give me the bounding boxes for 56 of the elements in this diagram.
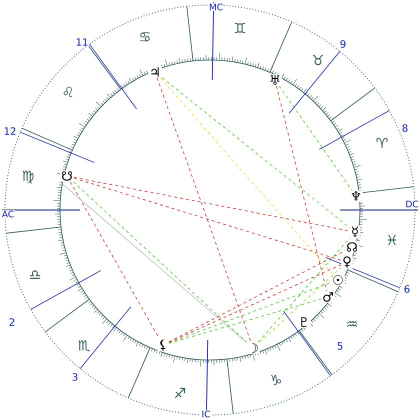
node-label: ☽: [252, 343, 258, 353]
node-label: ♃: [151, 67, 159, 77]
house-number: 3: [71, 372, 79, 382]
aspect-line: [74, 177, 350, 232]
zodiac-sign: ♉: [312, 54, 324, 66]
aspect-line: [259, 267, 342, 342]
aspect-line: [168, 250, 346, 342]
angle-label: AC: [1, 210, 15, 218]
aspect-line: [70, 182, 160, 338]
planet-glyph: ♇: [297, 316, 311, 328]
planet-glyph: ☊: [345, 241, 359, 253]
zodiac-sign: ♋: [140, 32, 150, 42]
aspect-line: [168, 298, 322, 344]
planet-glyph: ♂: [321, 291, 335, 303]
house-number: 9: [339, 40, 347, 48]
zodiac-sign: ♌: [64, 86, 72, 98]
planet-glyph: ♅: [268, 74, 282, 86]
node-label: ♅: [270, 75, 280, 85]
zodiac-sign: ♑: [271, 374, 281, 386]
planet-glyph: ☽: [246, 342, 260, 354]
planet-glyph: ♀: [341, 255, 353, 269]
aspect-line: [160, 78, 334, 274]
zodiac-sign: ♏: [78, 340, 90, 352]
aspect-line: [276, 86, 327, 292]
zodiac-sign: ♊: [235, 22, 245, 34]
zodiac-sign: ♓: [388, 234, 396, 246]
aspect-line: [162, 77, 350, 228]
house-number: 6: [403, 284, 411, 294]
planet-glyph: ☿: [350, 226, 360, 238]
house-number: 2: [8, 318, 16, 326]
aspect-line: [156, 78, 252, 342]
node-label: ♆: [352, 191, 360, 201]
angle-label: DC: [404, 200, 420, 208]
angle-label: IC: [201, 410, 211, 418]
zodiac-sign: ♎: [30, 270, 40, 279]
planet-glyph: ⚸: [157, 338, 169, 352]
zodiac-sign: ♒: [346, 320, 358, 327]
aspect-line: [74, 178, 342, 260]
planet-glyph: ♃: [148, 66, 162, 78]
aspect-line: [168, 264, 342, 343]
zodiac-sign: ♐: [174, 388, 186, 398]
house-number: 11: [75, 38, 89, 46]
node-label: ⚸: [160, 339, 166, 351]
angle-label: MC: [208, 3, 224, 11]
aspect-line: [278, 86, 352, 190]
zodiac-sign: ♍: [22, 170, 34, 184]
planet-glyph: ☉: [331, 274, 345, 286]
aspect-line: [168, 282, 332, 344]
zodiac-sign: ♈: [376, 138, 388, 148]
house-number: 5: [336, 342, 344, 350]
aspect-line: [258, 238, 350, 342]
planet-glyph: ☋: [60, 170, 74, 182]
house-number: 8: [401, 124, 409, 132]
house-number: 12: [3, 126, 17, 136]
planet-glyph: ♆: [349, 190, 363, 202]
node-label: ♇: [301, 317, 307, 327]
